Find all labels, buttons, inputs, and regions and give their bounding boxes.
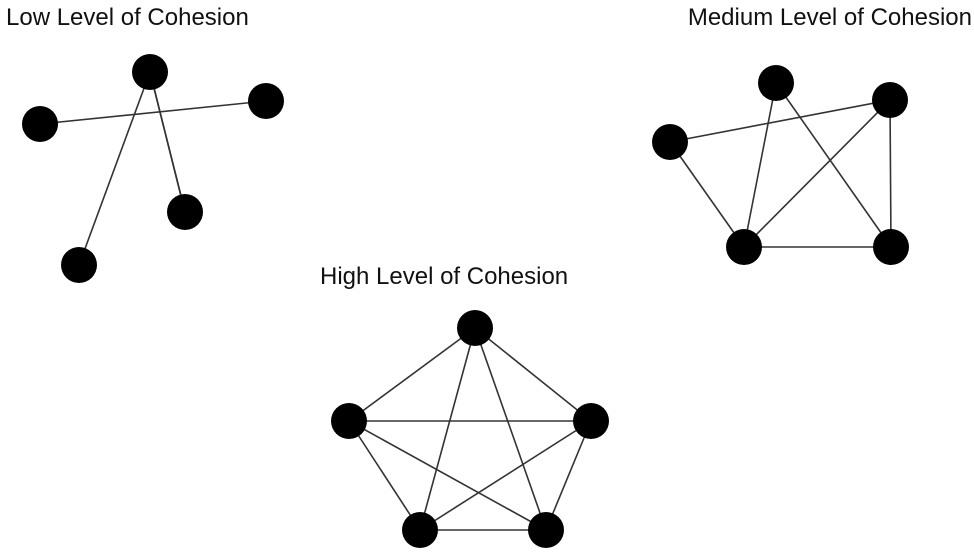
medium-cohesion-graph [652,65,909,265]
medium-node-D [726,229,762,265]
medium-cohesion-title: Medium Level of Cohesion [687,4,972,31]
medium-node-B [652,124,688,160]
high-edge-B-E [348,420,547,531]
medium-edge-C-E [889,99,892,248]
low-edge-B-C [39,100,267,125]
medium-edge-B-D [669,141,745,248]
high-node-E [528,512,564,548]
low-edge-A-F [149,71,186,213]
medium-edge-A-D [743,82,777,248]
low-cohesion-title: Low Level of Cohesion [6,4,249,31]
medium-edge-C-D [743,99,891,248]
high-edge-B-D [348,420,421,531]
high-node-A [457,310,493,346]
low-node-A [132,54,168,90]
low-cohesion-graph [22,54,284,283]
high-edge-A-C [474,327,592,422]
low-node-B [22,106,58,142]
medium-node-E [873,229,909,265]
high-edge-C-E [545,420,592,531]
high-edge-A-B [348,327,476,422]
medium-edge-A-E [775,82,892,248]
high-cohesion-title: High Level of Cohesion [320,263,569,290]
high-cohesion-graph [331,310,609,548]
high-node-C [573,403,609,439]
medium-edge-B-C [669,99,891,143]
high-edge-A-E [474,327,547,531]
medium-node-C [872,82,908,118]
high-node-B [331,403,367,439]
low-node-E [61,247,97,283]
high-edge-A-D [419,327,476,531]
medium-node-A [758,65,794,101]
low-edge-A-E [78,71,151,266]
high-edge-C-D [419,420,592,531]
high-node-D [402,512,438,548]
low-node-C [248,83,284,119]
low-node-D [167,194,203,230]
